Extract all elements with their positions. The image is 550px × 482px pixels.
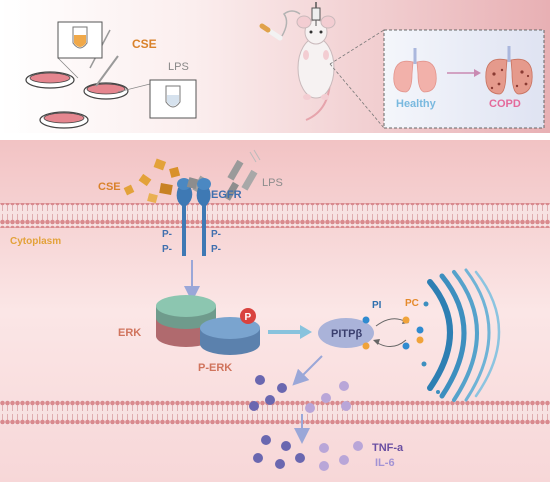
tnf-label: TNF-a [372,442,404,454]
pc-lipid [362,342,370,350]
pitp-label: PITPβ [331,328,362,340]
egfr-label: EGFR [211,189,242,201]
healthy-label: Healthy [396,98,437,110]
cytokine-particles [249,375,351,413]
pipette-icon [95,55,119,87]
secreted-cytokines [253,435,363,471]
lps-tube-box [117,79,197,119]
top-lps-label: LPS [168,61,189,73]
pi-label: PI [372,300,382,311]
cigarette-icon [259,10,301,41]
phosphate-badge [240,308,256,324]
cse-label: CSE [98,181,121,193]
pi-lipid [416,326,424,334]
smoke [281,10,301,37]
cell-panel-background [0,140,550,482]
cse-tube-box [57,21,103,79]
copd-label: COPD [489,98,521,110]
erk-label: ERK [118,327,141,339]
phospho-label: P- [162,229,172,240]
phospho-label: P- [211,244,221,255]
pi-lipid [362,316,370,324]
cse-liquid [74,35,86,47]
signal-arrow [268,325,312,339]
healthy-lung-icon [393,48,437,93]
il6-label: IL-6 [375,457,395,469]
phospho-label: P- [211,229,221,240]
cse-particles [123,158,181,204]
mouse-illustration [296,15,336,121]
lower-membrane [0,400,550,425]
p-erk-label: P-ERK [198,362,232,374]
copd-lung-icon [485,46,533,95]
lps-liquid [167,95,179,106]
pitp-beta [318,318,374,348]
pc-lipid [416,336,424,344]
secretion-arrow [292,355,323,386]
exchange-arrow [375,339,407,347]
top-cse-label: CSE [132,37,157,51]
egfr-receptor [176,177,211,256]
pc-lipid [402,316,410,324]
ligand-bound [186,177,199,190]
culture-dishes [25,71,129,129]
lps-label: LPS [262,177,283,189]
pc-label: PC [405,298,419,309]
syringe-icon [311,2,321,26]
phosphate-badge-label: P [245,312,252,323]
pi-lipid [402,342,410,350]
plasma-membrane [0,203,550,228]
phospho-label: P- [162,244,172,255]
cytoplasm-label: Cytoplasm [10,236,61,247]
golgi-apparatus [421,268,501,402]
